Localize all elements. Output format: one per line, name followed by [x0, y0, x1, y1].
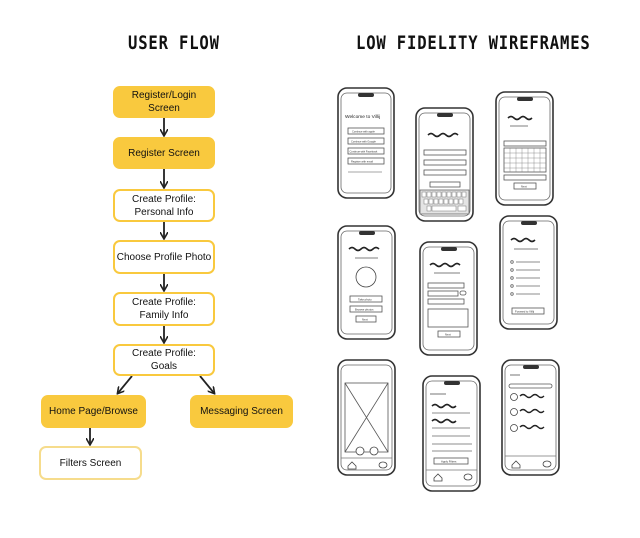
svg-text:Continue with Google: Continue with Google — [351, 140, 376, 144]
phone-welcome: Welcome to Villij Continue with apple Co… — [337, 87, 395, 199]
svg-text:Next: Next — [521, 185, 527, 189]
wf-welcome-text: Welcome to Villij — [345, 114, 380, 120]
flow-node-filters: Filters Screen — [39, 446, 142, 480]
svg-text:Browse photos: Browse photos — [355, 308, 374, 312]
user-flow-heading: USER FLOW — [128, 32, 220, 54]
svg-text:Next: Next — [362, 318, 368, 322]
phone-home-browse — [337, 359, 396, 476]
phone-filters: Apply Filters — [422, 375, 481, 492]
svg-text:Register with email: Register with email — [351, 160, 373, 164]
flow-node-create-profile-family: Create Profile: Family Info — [113, 292, 215, 326]
phone-goals: Forward to Villij — [499, 215, 558, 330]
flow-node-choose-photo: Choose Profile Photo — [113, 240, 215, 274]
arrow-goals-messaging — [199, 375, 214, 393]
flow-node-create-profile-personal: Create Profile: Personal Info — [113, 189, 215, 222]
svg-text:Continue with apple: Continue with apple — [352, 130, 375, 134]
arrow-goals-home — [118, 375, 133, 393]
flow-node-register-login: Register/Login Screen — [113, 86, 215, 118]
wireframes-heading: LOW FIDELITY WIREFRAMES — [356, 32, 591, 54]
svg-text:Take photo: Take photo — [358, 298, 372, 302]
svg-text:Apply Filters: Apply Filters — [441, 460, 457, 464]
flow-node-create-profile-goals: Create Profile: Goals — [113, 344, 215, 376]
svg-text:Continue with Facebook: Continue with Facebook — [350, 150, 379, 154]
flow-node-messaging: Messaging Screen — [190, 395, 293, 428]
svg-text:Forward to Villij: Forward to Villij — [515, 310, 534, 314]
svg-text:Next: Next — [445, 333, 451, 337]
phone-family-info: Next — [419, 241, 478, 356]
flow-node-register: Register Screen — [113, 137, 215, 169]
phone-photo: Take photo Browse photos Next — [337, 225, 396, 340]
flow-node-home-browse: Home Page/Browse — [41, 395, 146, 428]
phone-register-keyboard — [415, 107, 474, 222]
phone-calendar: Next — [495, 91, 554, 206]
phone-messaging — [501, 359, 560, 476]
